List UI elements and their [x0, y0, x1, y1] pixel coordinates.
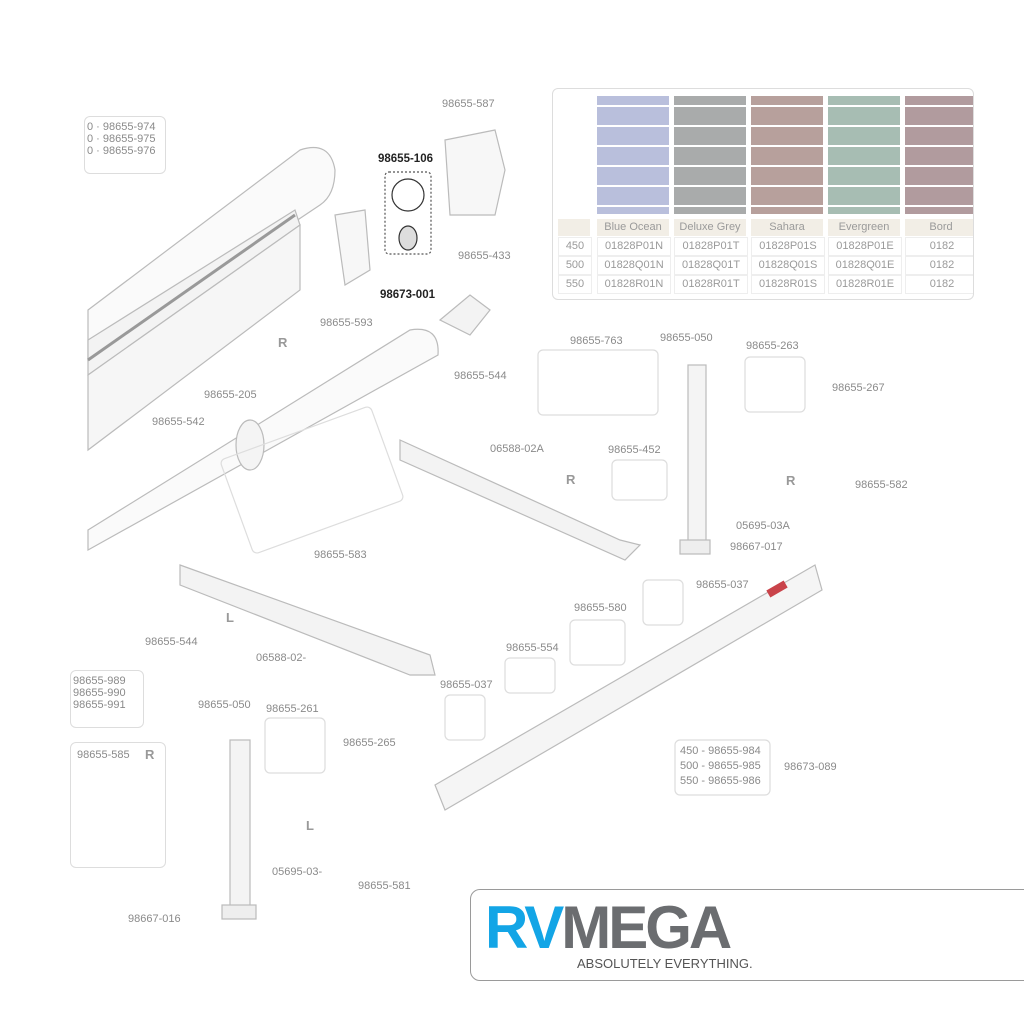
fabric-swatch: [751, 96, 823, 214]
part-label: 98655-544: [454, 370, 507, 382]
color-name-header: Deluxe Grey: [674, 219, 746, 236]
part-code-cell: 01828P01T: [674, 237, 748, 256]
fabric-swatch: [674, 96, 746, 214]
part-label: 98655-581: [358, 880, 411, 892]
lower-tube: [87, 328, 439, 552]
color-name-header: Evergreen: [828, 219, 900, 236]
part-label: 0 · 98655-976: [87, 145, 156, 157]
logo-tagline: ABSOLUTELY EVERYTHING.: [577, 956, 753, 971]
part-label: 550 - 98655-986: [680, 775, 761, 787]
part-label: 98655-763: [570, 335, 623, 347]
part-label: 98655-582: [855, 479, 908, 491]
part-label: 98655-580: [574, 602, 627, 614]
side-marker: R: [786, 473, 796, 488]
part-code-cell: 01828Q01N: [597, 256, 671, 275]
side-marker: R: [145, 747, 155, 762]
part-label: 98655-989: [73, 675, 126, 687]
part-label: 98655-261: [266, 703, 319, 715]
front-rail: [434, 564, 823, 811]
awning-case-rail: [87, 209, 301, 452]
part-label: 98655-544: [145, 636, 198, 648]
part-code-cell: 0182: [905, 237, 973, 256]
part-label: 98667-016: [128, 913, 181, 925]
part-label: 98655-583: [314, 549, 367, 561]
part-code-cell: 01828R01T: [674, 275, 748, 294]
part-label: 0 · 98655-974: [87, 121, 156, 133]
part-label: 98655-542: [152, 416, 205, 428]
side-marker: R: [566, 472, 576, 487]
logo-wordmark: RVMEGA: [485, 898, 732, 958]
logo-mega: MEGA: [561, 894, 732, 961]
part-label: 450 - 98655-984: [680, 745, 761, 757]
part-label: 98655-593: [320, 317, 373, 329]
side-marker: R: [278, 335, 288, 350]
logo-rv: RV: [485, 894, 564, 961]
end-cap-parts: [334, 129, 506, 336]
callout-box-bottom-left: 98655-585 R: [70, 742, 166, 868]
part-label: 98655-433: [458, 250, 511, 262]
part-code-cell: 01828Q01T: [674, 256, 748, 275]
part-code-cell: 01828Q01S: [751, 256, 825, 275]
part-label: 98655-585: [77, 749, 130, 761]
part-code-cell: 0182: [905, 256, 973, 275]
part-label: 98655-452: [608, 444, 661, 456]
part-code-cell: 01828P01N: [597, 237, 671, 256]
part-boxes: [220, 349, 806, 796]
part-code-cell: 01828R01S: [751, 275, 825, 294]
rvmega-logo: RVMEGA ABSOLUTELY EVERYTHING.: [470, 889, 1024, 981]
part-label: 98655-263: [746, 340, 799, 352]
table-corner: [558, 219, 590, 236]
size-cell: 450: [558, 237, 592, 256]
part-label: 98655-050: [660, 332, 713, 344]
part-label: 98655-037: [440, 679, 493, 691]
fabric-swatch: [828, 96, 900, 214]
arm-left: [179, 564, 436, 676]
part-label: 98655-554: [506, 642, 559, 654]
leg-left: [221, 739, 257, 920]
part-code-cell: 01828R01E: [828, 275, 902, 294]
part-label-highlighted: 98655-106: [378, 153, 433, 165]
part-label: 98655-265: [343, 737, 396, 749]
size-cell: 500: [558, 256, 592, 275]
color-name-header: Blue Ocean: [597, 219, 669, 236]
part-label: 98655-587: [442, 98, 495, 110]
side-marker: L: [226, 610, 234, 625]
part-code-cell: 0182: [905, 275, 973, 294]
part-label: 05695-03-: [272, 866, 323, 878]
part-label: 98655-990: [73, 687, 126, 699]
part-label: 0 · 98655-975: [87, 133, 156, 145]
rail-part-group: 450 - 98655-984 500 - 98655-985 550 - 98…: [680, 744, 761, 789]
part-label: 98667-017: [730, 541, 783, 553]
fabric-swatch: [597, 96, 669, 214]
part-label: 98655-991: [73, 699, 126, 711]
part-label: 98655-050: [198, 699, 251, 711]
part-label-highlighted: 98673-001: [380, 289, 435, 301]
part-code-cell: 01828R01N: [597, 275, 671, 294]
leg-right: [679, 364, 711, 555]
color-name-header: Sahara: [751, 219, 823, 236]
part-label: 98673-089: [784, 761, 837, 773]
part-code-cell: 01828P01S: [751, 237, 825, 256]
part-label: 500 - 98655-985: [680, 760, 761, 772]
callout-box-top-left: 0 · 98655-974 0 · 98655-975 0 · 98655-97…: [84, 116, 166, 174]
arm-right: [399, 439, 642, 561]
callout-box-mid-left: 98655-989 98655-990 98655-991: [70, 670, 144, 728]
part-label: 98655-205: [204, 389, 257, 401]
part-label: 06588-02-: [256, 652, 307, 664]
fabric-swatch: [905, 96, 973, 214]
size-cell: 550: [558, 275, 592, 294]
color-name-header: Bord: [905, 219, 973, 236]
part-code-cell: 01828P01E: [828, 237, 902, 256]
part-label: 06588-02A: [490, 443, 544, 455]
part-label: 98655-037: [696, 579, 749, 591]
part-label: 98655-267: [832, 382, 885, 394]
part-code-cell: 01828Q01E: [828, 256, 902, 275]
part-label: 05695-03A: [736, 520, 790, 532]
side-marker: L: [306, 818, 314, 833]
